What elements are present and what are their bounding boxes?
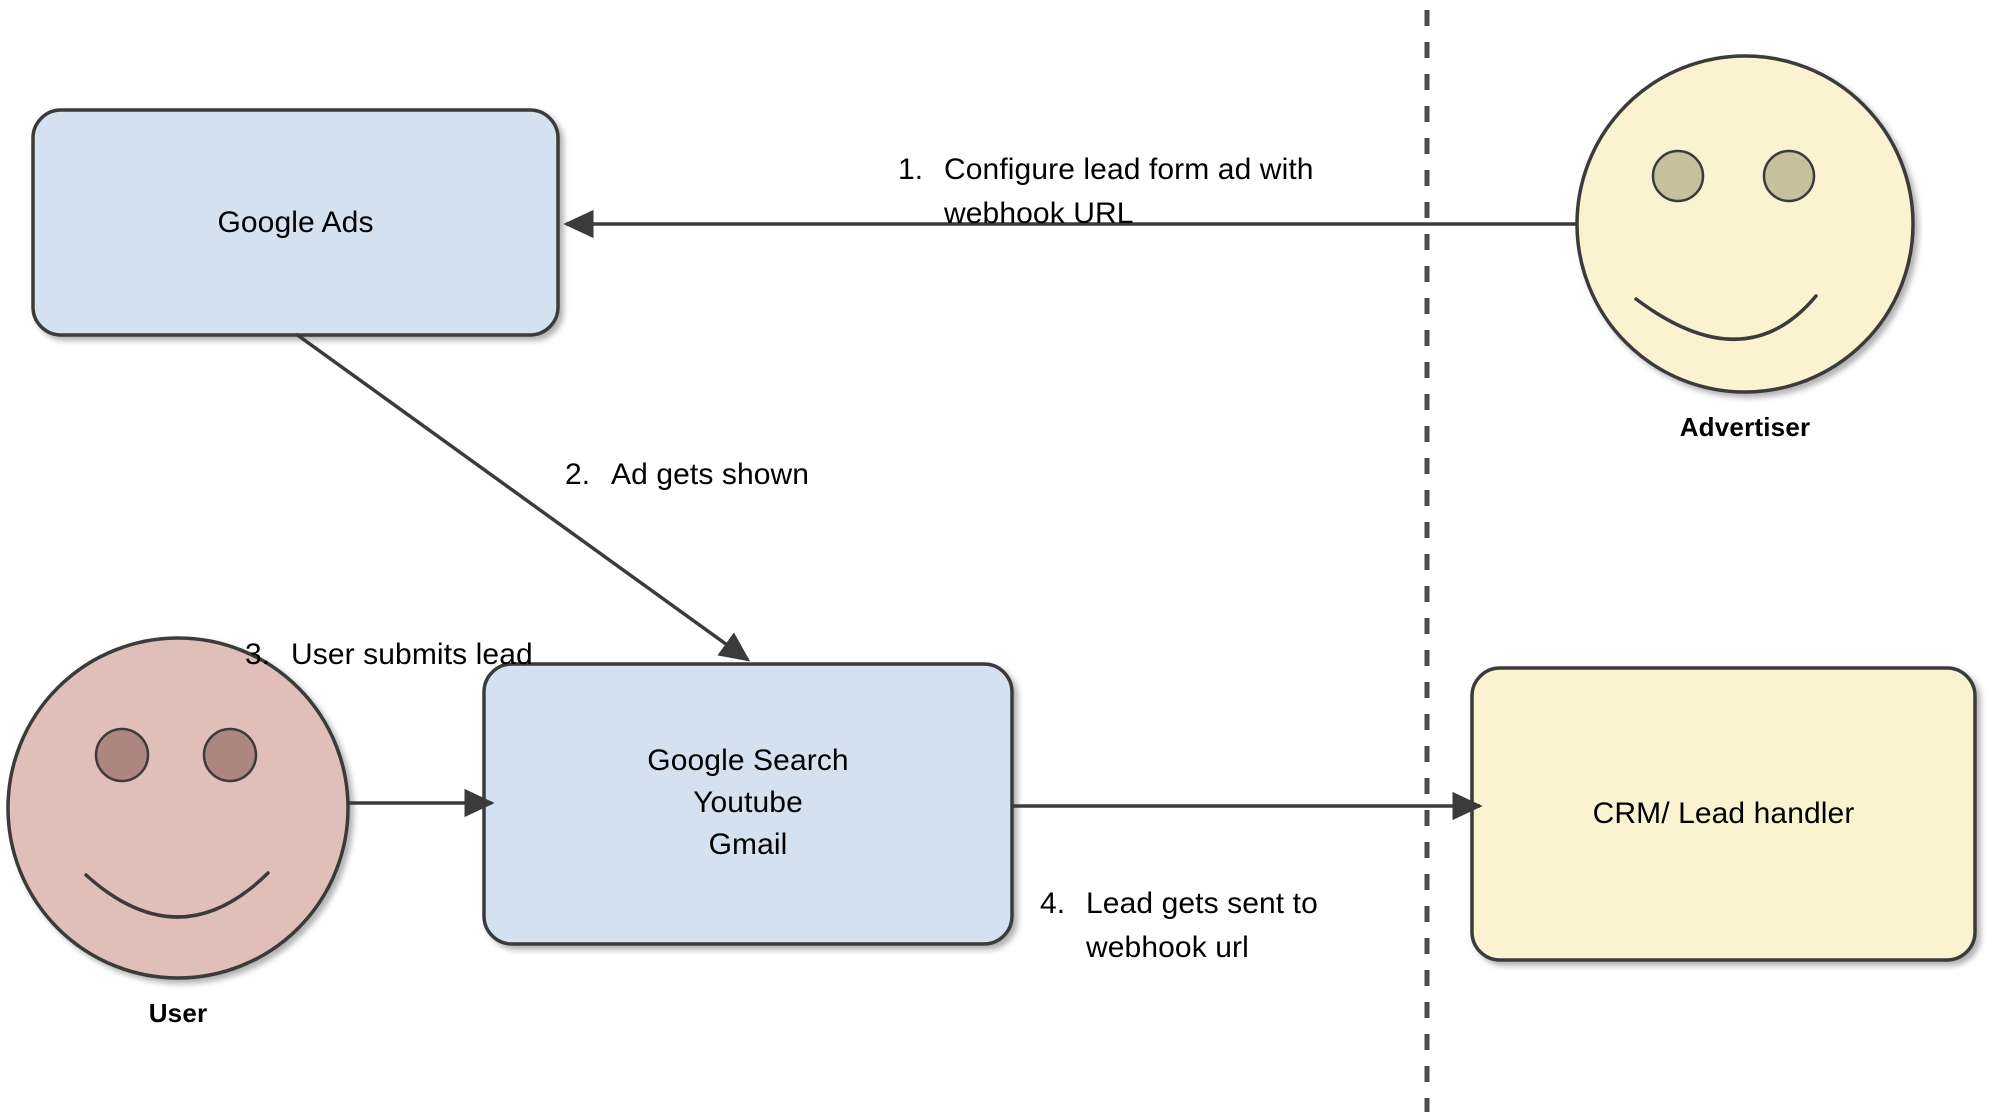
edge-label-1: 1. Configure lead form ad with webhook UR… bbox=[898, 104, 1418, 236]
advertiser-eye-right bbox=[1762, 149, 1816, 203]
node-crm[interactable] bbox=[1470, 666, 1977, 962]
edge-label-4-number: 4. bbox=[1040, 887, 1066, 920]
advertiser-eye-left bbox=[1651, 149, 1705, 203]
user-eye-right bbox=[202, 727, 258, 783]
edge-label-4-text: Lead gets sent to webhook url bbox=[1086, 887, 1318, 964]
advertiser-smile bbox=[1634, 294, 1818, 341]
user-smile bbox=[84, 871, 270, 919]
edge-label-4: 4. Lead gets sent to webhook url bbox=[1040, 838, 1440, 970]
edge-label-2-number: 2. bbox=[565, 458, 591, 491]
edge-label-3: 3. User submits lead bbox=[245, 589, 665, 677]
edge-label-3-text: User submits lead bbox=[291, 638, 533, 671]
edge-2-line bbox=[294, 332, 751, 662]
node-user[interactable] bbox=[6, 636, 350, 980]
edge-label-3-number: 3. bbox=[245, 638, 271, 671]
node-google-ads[interactable] bbox=[31, 108, 560, 337]
edge-label-1-text: Configure lead form ad with webhook URL bbox=[944, 153, 1314, 230]
edge-label-1-number: 1. bbox=[898, 153, 924, 186]
node-google-surfaces[interactable] bbox=[482, 662, 1014, 946]
node-advertiser[interactable] bbox=[1575, 54, 1915, 394]
user-eye-left bbox=[94, 727, 150, 783]
actor-caption-advertiser: Advertiser bbox=[1679, 412, 1811, 442]
edge-label-2: 2. Ad gets shown bbox=[565, 409, 985, 497]
actor-caption-user: User bbox=[148, 998, 208, 1028]
edge-label-2-text: Ad gets shown bbox=[611, 458, 810, 491]
